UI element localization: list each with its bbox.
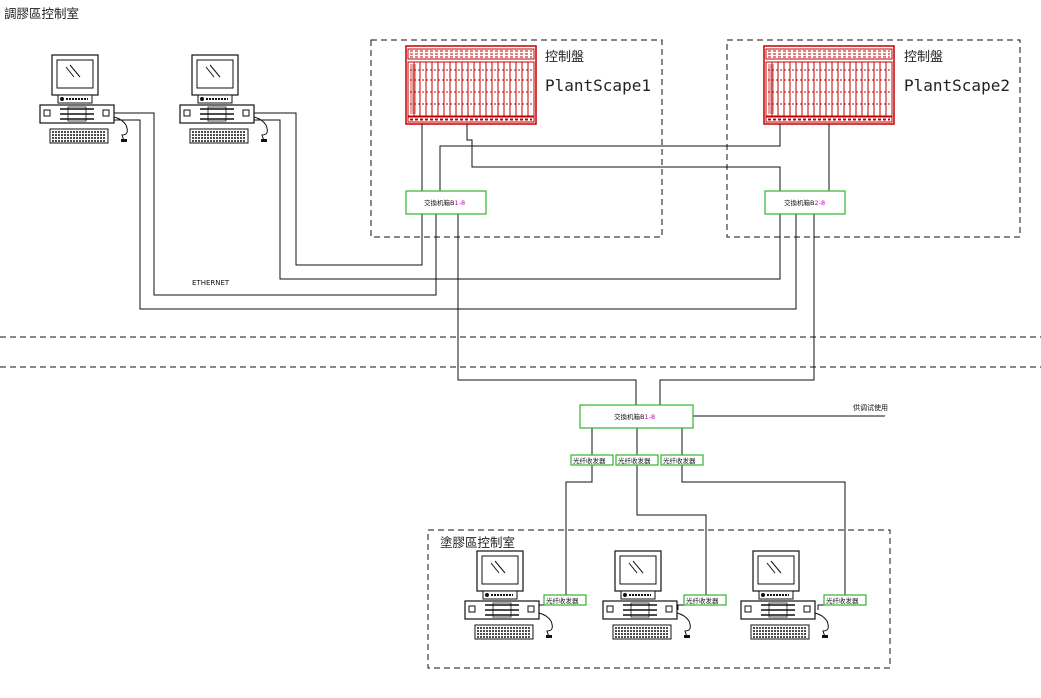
switch-b2-prefix: 交換机箱B: [784, 198, 814, 207]
svg-text:光纤收发器: 光纤收发器: [686, 596, 719, 605]
panel-2-name: PlantScape2: [904, 76, 1010, 95]
svg-text:光纤收发器: 光纤收发器: [546, 596, 579, 605]
switch-b2-suffix: 2-8: [814, 199, 825, 207]
bottom-room-enclosure: [427, 529, 891, 669]
network-cables: [114, 112, 885, 610]
switch-b1-prefix: 交換机箱B: [424, 198, 454, 207]
svg-text:交換机箱B1-8: 交換机箱B1-8: [614, 412, 655, 421]
panel-enclosure-1: [370, 39, 663, 238]
svg-text:光纤收发器: 光纤收发器: [618, 456, 651, 465]
svg-text:光纤收发器: 光纤收发器: [826, 596, 859, 605]
transceiver-upper-1: 光纤收发器: [570, 454, 614, 466]
debug-label: 供调试使用: [853, 403, 888, 412]
transceiver-upper-2: 光纤收发器: [615, 454, 659, 466]
svg-text:光纤收发器: 光纤收发器: [663, 456, 696, 465]
panel-enclosure-2: [726, 39, 1021, 238]
switch-b3-prefix: 交換机箱B: [614, 412, 644, 421]
top-workstation-2: [179, 54, 269, 144]
plantscape2-rack: [763, 45, 895, 125]
bottom-workstation-2: [602, 550, 692, 640]
svg-text:交換机箱B1-8: 交換机箱B1-8: [424, 198, 465, 207]
transceiver-lower-2: 光纤收发器: [683, 594, 727, 606]
transceiver-upper-3: 光纤收发器: [660, 454, 704, 466]
bottom-room-label: 塗膠區控制室: [440, 535, 515, 550]
plantscape1-rack: [405, 45, 537, 125]
switch-b3-suffix: 1-8: [644, 413, 655, 421]
svg-text:光纤收发器: 光纤收发器: [573, 456, 606, 465]
panel-1-label: 控制盤: [545, 50, 584, 65]
svg-text:交換机箱B2-8: 交換机箱B2-8: [784, 198, 825, 207]
switch-b3: 交換机箱B1-8: [579, 404, 694, 429]
switch-b1-suffix: 1-8: [454, 199, 465, 207]
transceiver-lower-3: 光纤收发器: [823, 594, 867, 606]
bottom-workstation-3: [740, 550, 830, 640]
panel-1-name: PlantScape1: [545, 76, 651, 95]
top-workstation-1: [39, 54, 129, 144]
transceiver-lower-1: 光纤收发器: [543, 594, 587, 606]
ethernet-label: ETHERNET: [192, 279, 230, 287]
panel-2-label: 控制盤: [904, 50, 943, 65]
top-room-label: 調膠區控制室: [4, 6, 79, 21]
switch-b1: 交換机箱B1-8: [405, 190, 487, 215]
switch-b2: 交換机箱B2-8: [764, 190, 846, 215]
bottom-workstation-1: [464, 550, 554, 640]
